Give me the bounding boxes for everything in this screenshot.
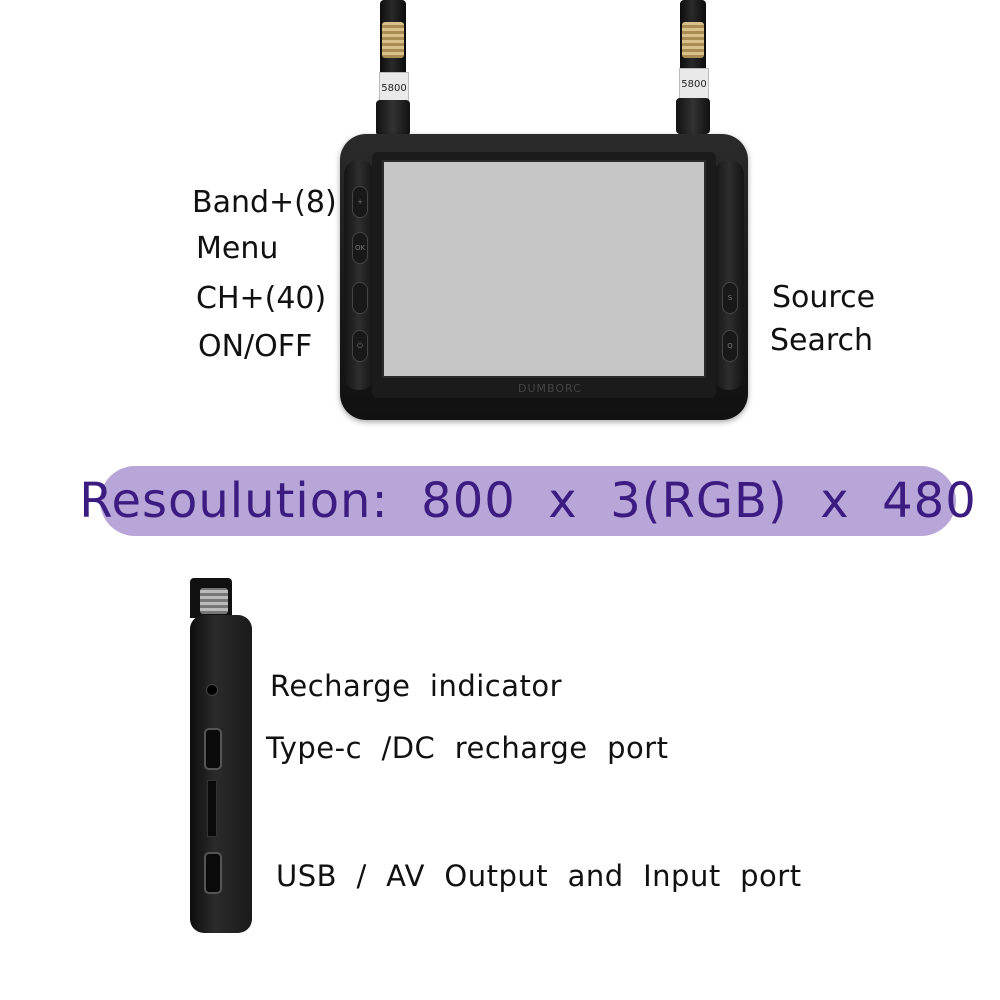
- label-search: Search: [770, 323, 874, 358]
- label-usb-av-port: USB / AV Output and Input port: [276, 859, 802, 893]
- side-slot: [207, 780, 217, 837]
- right-antenna-base: [676, 98, 710, 134]
- usb-av-port[interactable]: [204, 852, 222, 894]
- brand-logo: DUMBORC: [518, 382, 582, 395]
- label-band: Band+(8): [192, 185, 337, 220]
- channel-button[interactable]: [352, 282, 368, 314]
- recharge-indicator-led: [206, 684, 218, 696]
- left-antenna-label: 5800: [379, 72, 409, 104]
- right-antenna-ring: [682, 22, 704, 58]
- resolution-banner: Resoulution: 800 x 3(RGB) x 480: [79, 466, 976, 536]
- left-antenna-ring: [382, 22, 404, 58]
- label-channel: CH+(40): [196, 281, 327, 316]
- typec-port[interactable]: [204, 728, 222, 770]
- source-button[interactable]: S: [722, 282, 738, 314]
- label-menu: Menu: [196, 231, 279, 266]
- side-antenna-ring: [200, 588, 228, 614]
- band-button[interactable]: +: [352, 186, 368, 218]
- menu-button[interactable]: OK: [352, 232, 368, 264]
- right-antenna-label: 5800: [679, 68, 709, 100]
- left-antenna-base: [376, 100, 410, 136]
- power-button[interactable]: ⏻: [352, 330, 368, 362]
- label-typec-port: Type-c /DC recharge port: [266, 731, 669, 765]
- display-screen: [382, 160, 706, 378]
- label-recharge-indicator: Recharge indicator: [270, 669, 563, 703]
- label-source: Source: [772, 280, 876, 315]
- label-onoff: ON/OFF: [198, 329, 313, 364]
- search-button[interactable]: Q: [722, 330, 738, 362]
- resolution-text: Resoulution: 800 x 3(RGB) x 480: [79, 473, 977, 529]
